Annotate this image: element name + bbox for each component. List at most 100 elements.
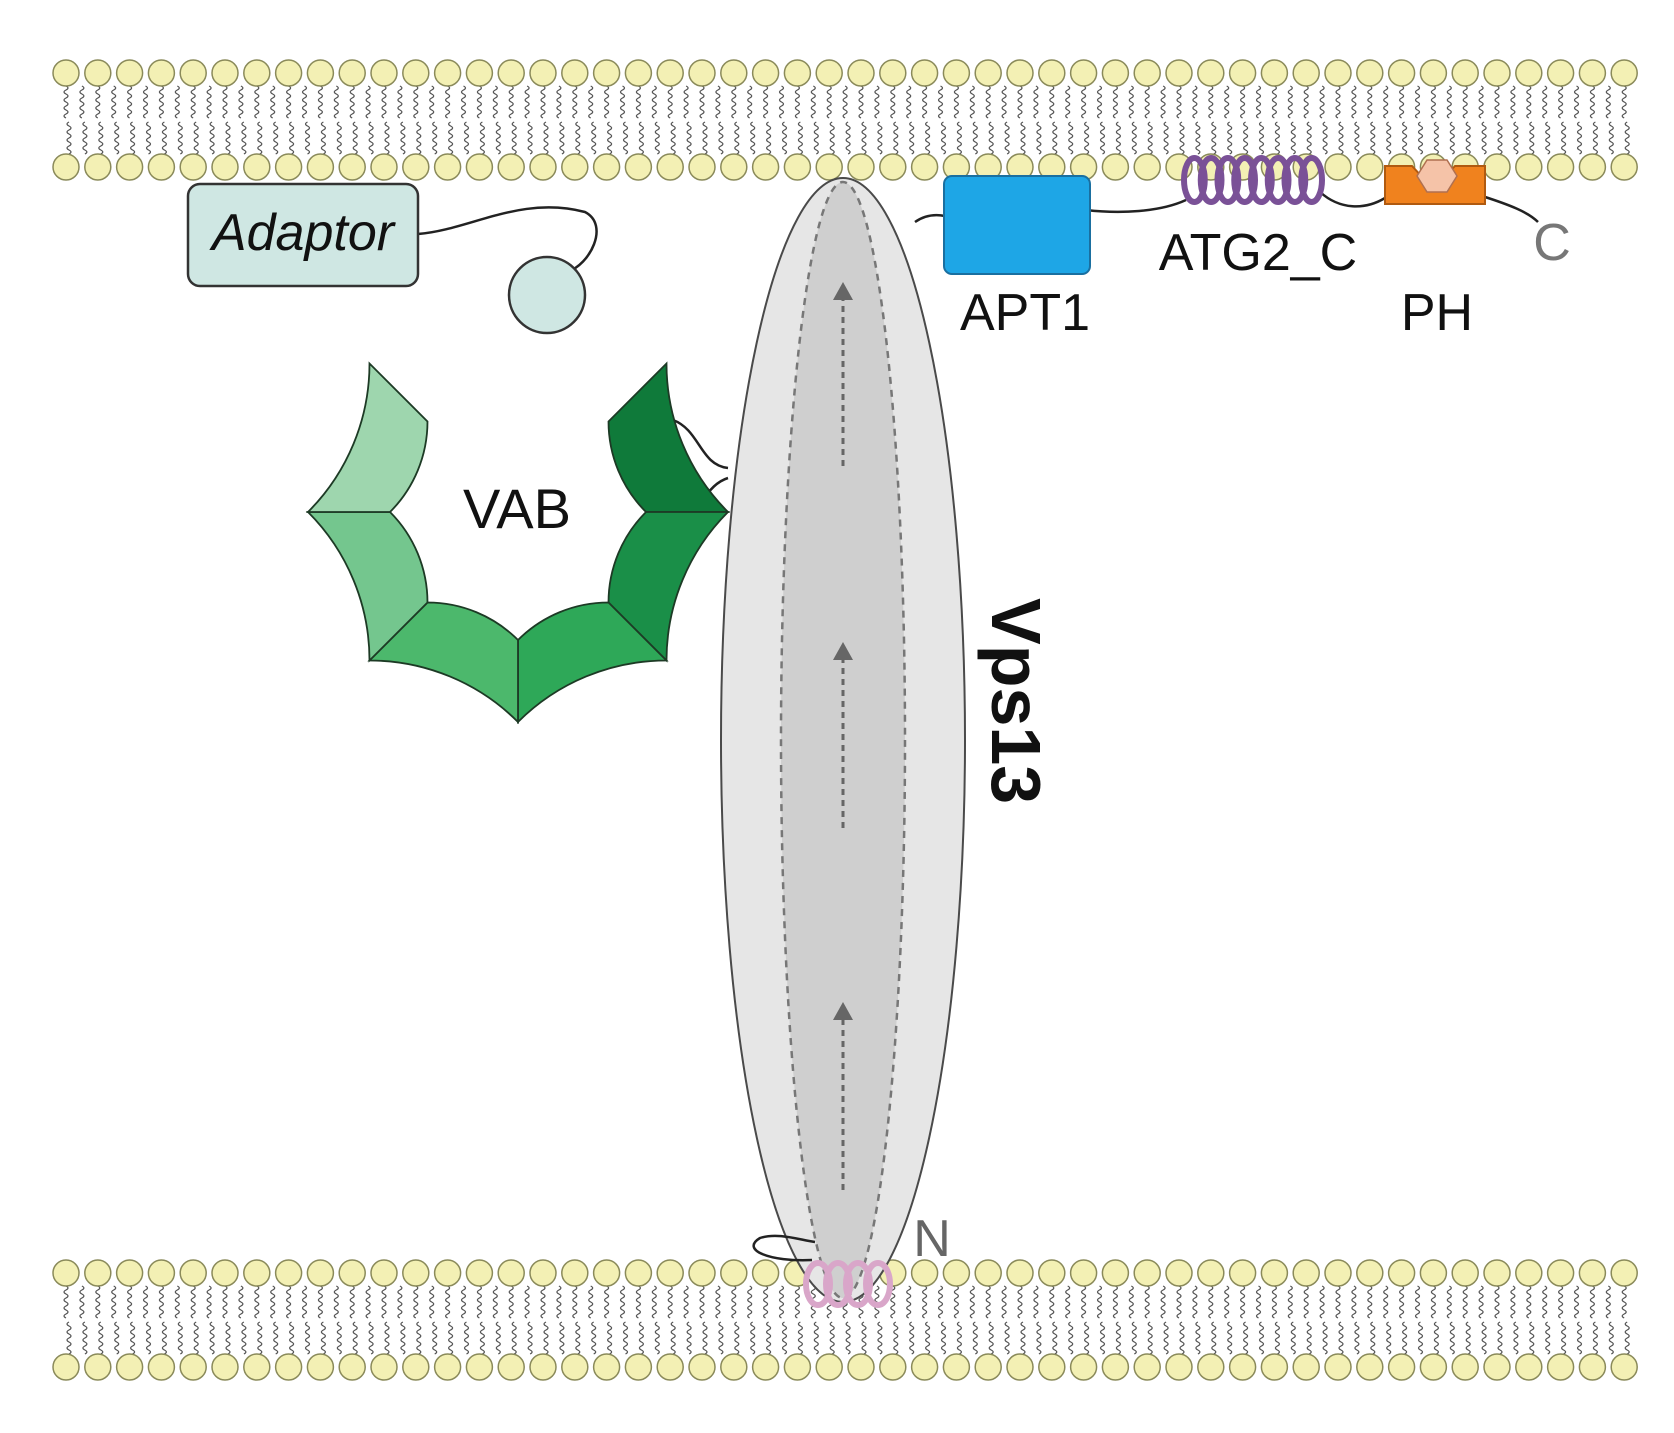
lipid-head [847, 1353, 875, 1381]
lipid-head [306, 59, 335, 87]
lipid-head [370, 59, 398, 87]
helix-turn [1264, 155, 1292, 205]
lipid-head [370, 153, 398, 181]
lipid-head [1260, 59, 1289, 87]
lipid-head [1133, 1353, 1161, 1381]
lipid-head [1197, 1353, 1225, 1381]
lipid-head [147, 153, 176, 181]
lipid-head [243, 1259, 271, 1287]
lipid-head [465, 1259, 494, 1287]
helix-icon [1181, 155, 1325, 205]
lipid-head [783, 153, 812, 181]
lipid-head [1546, 153, 1575, 181]
ph-c-linker [1481, 194, 1539, 223]
lipid-head [1451, 1353, 1479, 1381]
lipid-head [1324, 1259, 1352, 1287]
lipid-head [1578, 59, 1607, 87]
lipid-head [306, 1353, 335, 1381]
lipid-head [402, 153, 430, 181]
lipid-head [115, 59, 144, 87]
vab-adaptor-binding-disc [507, 255, 587, 335]
lipid-head [338, 1259, 366, 1287]
lipid-head [751, 153, 780, 181]
lipid-head [1578, 1353, 1607, 1381]
lipid-head [751, 1259, 780, 1287]
lipid-head [1483, 1353, 1511, 1381]
lipid-head [720, 59, 748, 87]
lipid-head [1133, 153, 1161, 181]
lipid-head [529, 153, 557, 181]
lipid-head [433, 1259, 462, 1287]
lipid-head [1515, 1259, 1543, 1287]
lipid-head [1165, 1353, 1193, 1381]
adaptor-linker [417, 206, 598, 274]
lipid-head [211, 153, 239, 181]
lipid-head [1324, 153, 1352, 181]
lipid-head [942, 59, 971, 87]
lipid-head [1228, 1353, 1257, 1381]
lipid-head [815, 153, 843, 181]
apt1-label: APT1 [960, 284, 1090, 342]
lipid-head [656, 1353, 684, 1381]
lipid-head [1038, 59, 1066, 87]
apt1-domain [943, 175, 1091, 275]
lipid-head [783, 59, 812, 87]
lipid-head [497, 1259, 525, 1287]
lipid-head [497, 1353, 525, 1381]
lipid-head [306, 153, 335, 181]
lipid-head [1515, 59, 1543, 87]
lipid-head [1069, 59, 1098, 87]
lipid-head [1356, 1353, 1384, 1381]
c-terminus-label: C [1533, 214, 1571, 272]
vab-domain [305, 361, 731, 725]
lipid-head [1419, 1259, 1448, 1287]
lipid-head [147, 59, 176, 87]
lipid-head [529, 1353, 557, 1381]
lipid-head [720, 1353, 748, 1381]
atg2-c-label: ATG2_C [1159, 224, 1357, 282]
lipid-head [147, 1353, 176, 1381]
lipid-head [1451, 1259, 1479, 1287]
lipid-head [751, 59, 780, 87]
lipid-head [1101, 1259, 1130, 1287]
ph-label: PH [1401, 284, 1473, 342]
lipid-head [847, 153, 875, 181]
lipid-head [1101, 1353, 1130, 1381]
n-terminus-label: N [913, 1210, 951, 1268]
lipid-head [52, 59, 80, 87]
lipid-head [115, 1353, 144, 1381]
arrow-up-icon [833, 642, 853, 828]
apt1-atg2-linker [1085, 198, 1187, 214]
n-linker [752, 1234, 816, 1262]
lipid-head [592, 153, 621, 181]
lipid-head [52, 1353, 80, 1381]
helix-turn [1197, 155, 1225, 205]
lipid-head [179, 153, 207, 181]
lipid-head [84, 1259, 112, 1287]
lipid-head [306, 1259, 335, 1287]
lipid-head [624, 153, 653, 181]
lipid-head [1133, 1259, 1161, 1287]
lipid-head [115, 153, 144, 181]
lipid-head [688, 1259, 716, 1287]
lipid-head [1038, 1353, 1066, 1381]
lipid-head [910, 153, 939, 181]
lipid-head [974, 59, 1002, 87]
lipid-tails [63, 85, 1630, 155]
lipid-head [1038, 1259, 1066, 1287]
lipid-head [1292, 1353, 1320, 1381]
lipid-tails [63, 1285, 1630, 1355]
lipid-head [1546, 1259, 1575, 1287]
lipid-head [974, 1353, 1002, 1381]
lipid-head [1387, 59, 1416, 87]
lipid-head [624, 59, 653, 87]
arrow-up-icon [833, 282, 853, 466]
lipid-head [179, 59, 207, 87]
lipid-head [465, 1353, 494, 1381]
lipid-head [370, 1353, 398, 1381]
top-membrane [52, 59, 1638, 181]
lipid-head [1197, 1259, 1225, 1287]
lipid-head [1069, 1259, 1098, 1287]
lipid-head [1483, 153, 1511, 181]
lipid-head [783, 1353, 812, 1381]
